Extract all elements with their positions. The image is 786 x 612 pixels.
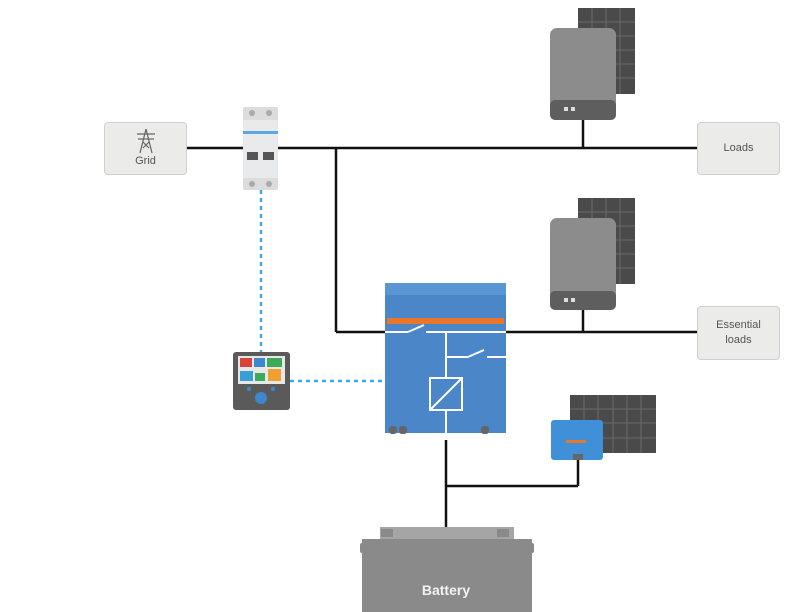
battery[interactable] (360, 527, 534, 612)
pv-inverter-1[interactable] (550, 8, 635, 120)
loads-label: Loads (723, 142, 754, 154)
grid-label: Grid (135, 155, 156, 167)
grid-node[interactable]: Grid (104, 122, 187, 175)
pv-inverter-2[interactable] (550, 198, 635, 310)
gx-touch-display[interactable] (233, 352, 290, 410)
essential-loads-label-line1: Essential (716, 319, 761, 331)
battery-label: Battery (421, 582, 471, 598)
solar-charger-mppt[interactable] (551, 395, 656, 460)
ac-wires (187, 118, 697, 530)
energy-meter[interactable] (243, 107, 278, 190)
data-links (259, 190, 385, 383)
loads-node[interactable]: Loads (697, 122, 780, 175)
essential-loads-label-line2: loads (725, 334, 752, 346)
power-pylon-icon (136, 128, 155, 154)
essential-loads-node[interactable]: Essential loads (697, 306, 780, 360)
inverter-charger[interactable] (385, 283, 506, 440)
